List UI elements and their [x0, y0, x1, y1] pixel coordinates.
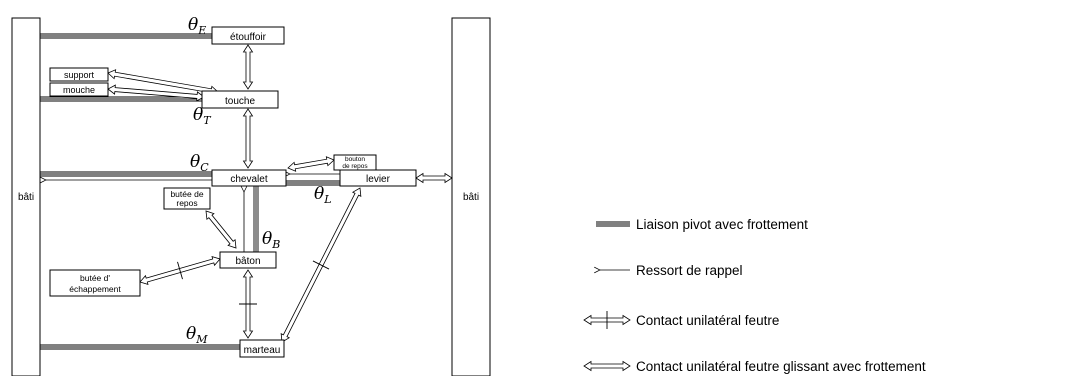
mouche-label: mouche	[63, 85, 95, 95]
legend-label-felt: Contact unilatéral feutre	[636, 313, 779, 328]
legend-sliding-felt-symbol	[583, 360, 631, 372]
box-levier: levier	[339, 169, 417, 187]
support-label: support	[64, 70, 95, 80]
chevalet-label: chevalet	[230, 174, 267, 185]
contact-baton-marteau	[239, 269, 257, 339]
frame-left-label: bâti	[18, 192, 34, 203]
marteau-label: marteau	[244, 345, 281, 356]
touche-label: touche	[225, 96, 255, 107]
legend-label-spring: Ressort de rappel	[636, 263, 743, 278]
etouffoir-label: étouffoir	[230, 32, 267, 43]
pivot-chevalet	[40, 171, 212, 177]
theta-l-label: θL	[314, 184, 332, 206]
box-mouche: mouche	[49, 82, 109, 97]
box-support: support	[49, 67, 109, 82]
box-bouton-repos: bouton de repos	[333, 154, 377, 171]
contact-butee-echappement-baton	[139, 256, 221, 285]
box-marteau: marteau	[239, 339, 285, 358]
bouton-repos-label-2: de repos	[342, 163, 368, 170]
legend-pivot-symbol	[596, 221, 630, 227]
box-butee-repos: butée de repos	[163, 187, 211, 210]
pivot-baton	[253, 186, 259, 252]
legend-label-sliding-felt: Contact unilatéral feutre glissant avec …	[636, 359, 926, 374]
felt-contacts	[107, 44, 453, 343]
theta-b-label: θB	[262, 229, 280, 251]
box-touche: touche	[201, 90, 279, 109]
butee-repos-label-2: repos	[176, 198, 197, 208]
theta-t-label: θT	[193, 105, 212, 127]
butee-echappement-label-2: échappement	[69, 284, 121, 294]
contact-touche-chevalet	[242, 108, 254, 169]
legend-sliding-arrow	[583, 360, 631, 372]
box-butee-echappement: butée d' échappement	[49, 269, 141, 297]
contact-marteau-levier	[280, 187, 362, 343]
box-chevalet: chevalet	[211, 169, 287, 187]
butee-repos-label-1: butée de	[170, 189, 203, 199]
box-etouffoir: étouffoir	[211, 26, 285, 45]
contact-levier-frame	[415, 172, 453, 184]
levier-label: levier	[366, 174, 391, 185]
contact-chevalet-bouton-repos	[287, 156, 335, 172]
box-baton: bâton	[219, 251, 277, 269]
frame-right: bâti	[451, 17, 491, 376]
bouton-repos-label-1: bouton	[345, 156, 365, 163]
legend: Liaison pivot avec frottement Ressort de…	[583, 217, 926, 374]
butee-echappement-label-1: butée d'	[80, 273, 110, 283]
baton-label: bâton	[235, 256, 260, 267]
theta-e-label: θE	[188, 15, 206, 37]
pivot-etouffoir	[40, 33, 212, 39]
legend-felt-symbol	[583, 311, 631, 329]
frame-right-label: bâti	[463, 192, 479, 203]
frame-left: bâti	[11, 17, 41, 376]
pivot-touche	[40, 96, 202, 102]
contact-butee-repos-baton	[205, 210, 237, 249]
contact-etouffoir-touche	[242, 44, 254, 90]
pivot-marteau	[40, 344, 240, 350]
legend-felt-arrow	[583, 311, 631, 329]
theta-m-label: θM	[186, 324, 208, 346]
legend-label-pivot: Liaison pivot avec frottement	[636, 217, 808, 232]
theta-c-label: θC	[190, 152, 209, 174]
pivot-levier	[286, 180, 340, 186]
